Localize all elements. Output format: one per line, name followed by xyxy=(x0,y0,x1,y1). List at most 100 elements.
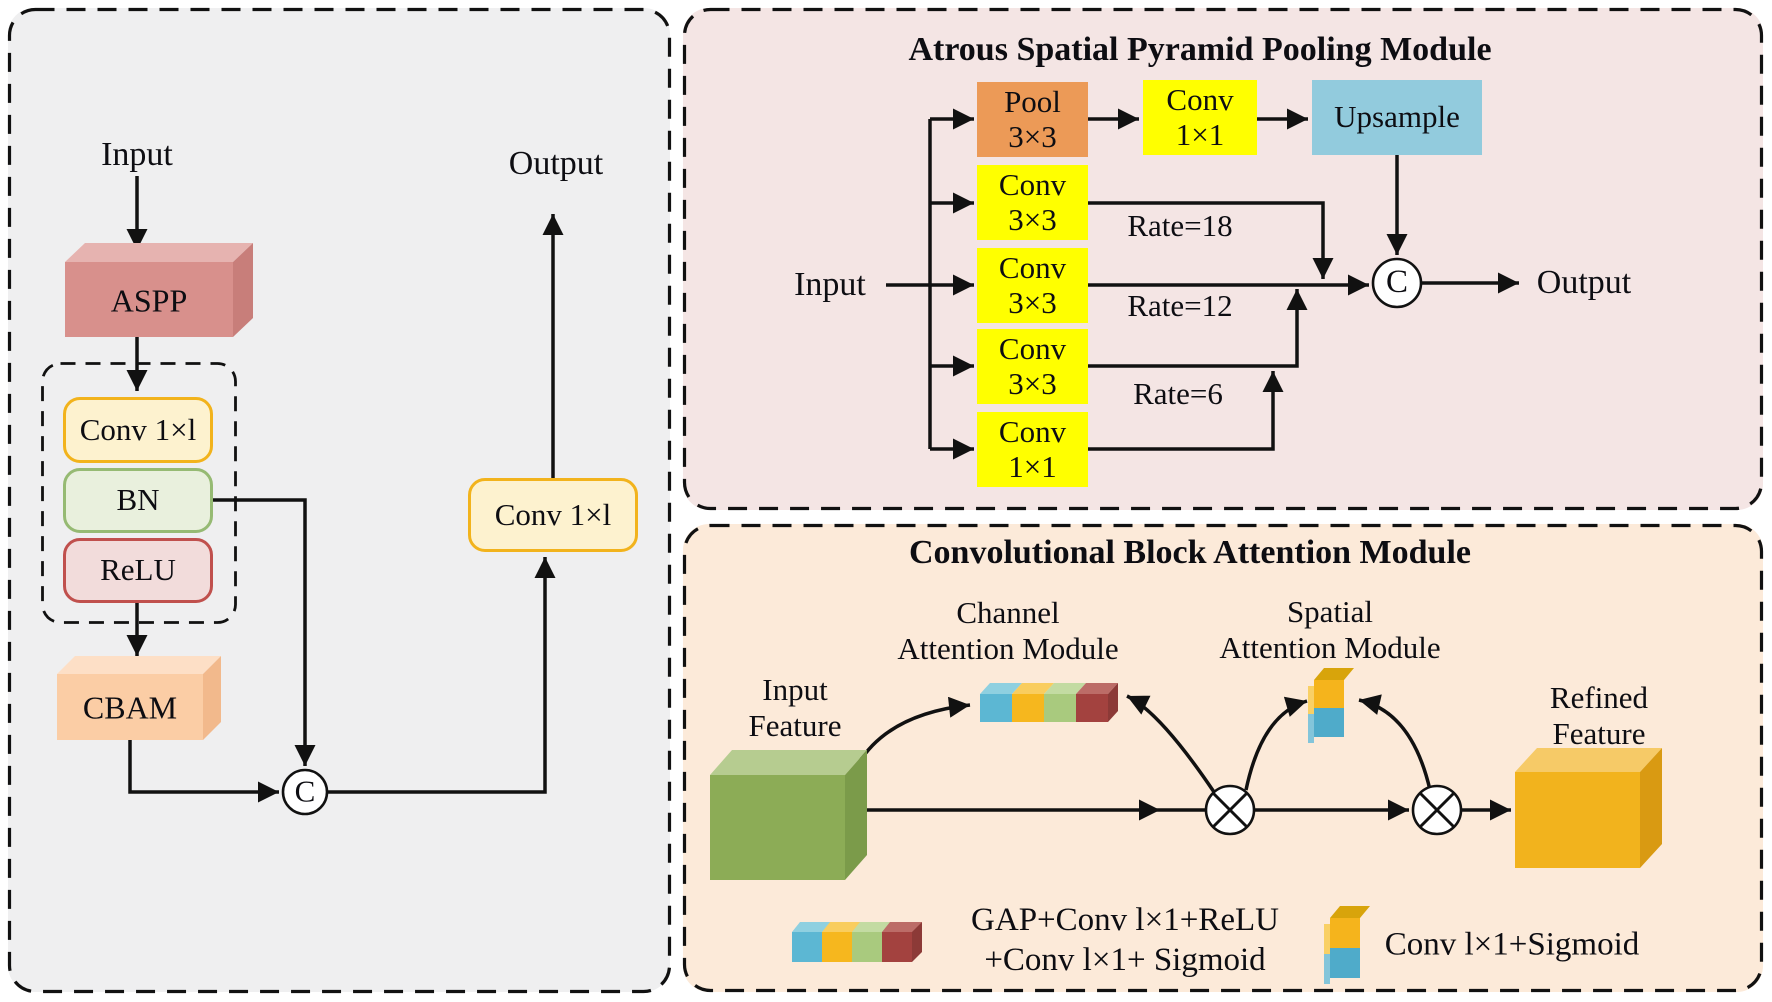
channel-attention-line1: Channel xyxy=(956,595,1060,631)
left-input-label: Input xyxy=(101,136,173,173)
left-panel-border xyxy=(7,7,672,994)
pool-node-line2: 3×3 xyxy=(1008,118,1057,154)
legend-spatial-block xyxy=(1324,906,1370,984)
output-conv-node: Conv 1×l xyxy=(468,478,638,552)
spatial-attention-line2: Attention Module xyxy=(1219,630,1441,665)
legend-channel-line1: GAP+Conv l×1+ReLU xyxy=(971,901,1279,938)
legend-channel-line2: +Conv l×1+ Sigmoid xyxy=(984,942,1266,978)
legend-channel-text: GAP+Conv l×1+ReLU +Conv l×1+ Sigmoid xyxy=(971,900,1279,981)
wire-conv1x1-branch xyxy=(1088,371,1284,451)
spatial-attention-line1: Spatial xyxy=(1286,594,1374,630)
legend-bar-top-blue xyxy=(792,922,832,932)
aspp-conv1x1-line1: Conv xyxy=(1166,82,1234,118)
branch1-line1: Conv xyxy=(998,250,1067,286)
conv3x3-rate18-node: Conv 3×3 xyxy=(977,165,1088,240)
spatial-block-left-yellow xyxy=(1308,686,1314,714)
arc-mult1-to-channel-attn xyxy=(1126,694,1216,793)
cbam-3d-block xyxy=(57,656,221,740)
channel-attention-label: Channel Attention Module xyxy=(897,595,1118,667)
bar-seg-green xyxy=(1044,694,1076,722)
cbam-title: Convolutional Block Attention Module xyxy=(908,534,1472,571)
bar-side-red xyxy=(1108,683,1118,722)
refined-feature-cube xyxy=(1515,748,1662,868)
legend-bar-top-yellow xyxy=(822,922,862,932)
cbam-panel-wires xyxy=(844,694,1511,821)
branch3-line2: 1×1 xyxy=(1008,448,1057,484)
cbam-panel-border xyxy=(682,523,1764,993)
aspp-conv1x1-line2: 1×1 xyxy=(1175,116,1225,152)
branch0-line1: Conv xyxy=(998,167,1067,203)
spatial-block-top xyxy=(1314,668,1354,680)
left-concat-circle xyxy=(281,768,329,816)
legend-spatial-blue xyxy=(1330,948,1360,978)
cbam-block-label: CBAM xyxy=(82,689,178,726)
spatial-block-yellow xyxy=(1314,680,1344,708)
branch3-line1: Conv xyxy=(998,414,1067,450)
refined-cube-front-face xyxy=(1515,772,1640,868)
legend-bar-side-red xyxy=(912,922,922,962)
legend-bar-top-green xyxy=(852,922,892,932)
cbam-3d-top-face xyxy=(57,656,221,674)
arrow-cbam-to-concat xyxy=(128,740,279,803)
bar-top-yellow xyxy=(1012,683,1054,694)
spatial-block-left-blue xyxy=(1308,714,1314,743)
aspp-3d-side-face xyxy=(233,243,253,337)
legend-bar-green xyxy=(852,932,882,962)
bn-node: BN xyxy=(63,468,213,533)
aspp-block-label: ASPP xyxy=(110,282,188,319)
branch2-line1: Conv xyxy=(998,331,1067,367)
refined-feature-line2: Feature xyxy=(1552,716,1646,751)
left-concat-label: C xyxy=(294,773,316,809)
bar-seg-blue xyxy=(980,694,1012,722)
aspp-output-label: Output xyxy=(1536,264,1632,301)
refined-cube-top-face xyxy=(1515,748,1662,772)
left-panel-wires xyxy=(126,176,564,803)
refined-cube-side-face xyxy=(1640,748,1662,868)
aspp-conv1x1-node: Conv 1×1 xyxy=(1143,80,1257,155)
input-cube-top-face xyxy=(710,750,867,775)
left-output-label: Output xyxy=(508,145,604,182)
channel-attention-bar xyxy=(980,683,1118,722)
input-cube-front-face xyxy=(710,775,845,880)
rate12-label: Rate=12 xyxy=(1127,288,1233,324)
bn-node-label: BN xyxy=(116,482,160,518)
branch0-line2: 3×3 xyxy=(1008,201,1057,237)
legend-spatial-yellow xyxy=(1330,918,1360,948)
refined-feature-label: Refined Feature xyxy=(1550,680,1648,752)
aspp-panel-wires xyxy=(886,108,1519,460)
input-feature-label: Input Feature xyxy=(749,672,842,744)
arrow-concat-to-outconv xyxy=(327,557,556,794)
conv3x3-rate6-node: Conv 3×3 xyxy=(977,329,1088,404)
legend-spatial-text: Conv l×1+Sigmoid xyxy=(1384,926,1640,963)
rate6-label: Rate=6 xyxy=(1133,376,1223,412)
legend-bar-red xyxy=(882,932,912,962)
conv-bn-relu-group-border xyxy=(41,362,237,624)
bar-top-red xyxy=(1076,683,1118,694)
arc-mult2-to-spatial-attn xyxy=(1358,694,1432,791)
conv1x1-branch-node: Conv 1×1 xyxy=(977,412,1088,487)
legend-spatial-top xyxy=(1330,906,1370,918)
aspp-title: Atrous Spatial Pyramid Pooling Module xyxy=(908,31,1492,68)
multiply2-x2 xyxy=(1418,791,1456,829)
wire-rate18-branch xyxy=(1088,201,1334,279)
cbam-3d-side-face xyxy=(203,656,221,740)
bar-top-green xyxy=(1044,683,1086,694)
legend-bar-blue xyxy=(792,932,822,962)
multiply1-x2 xyxy=(1211,791,1249,829)
aspp-concat-circle xyxy=(1371,257,1423,309)
arc-mult1-to-spatial-attn xyxy=(1244,696,1308,791)
aspp-3d-front-face xyxy=(65,262,233,337)
arrow-bn-skip-to-concat xyxy=(213,498,316,766)
upsample-node-label: Upsample xyxy=(1334,99,1460,135)
spatial-block-blue xyxy=(1314,708,1344,737)
aspp-3d-block xyxy=(65,243,253,337)
input-feature-cube xyxy=(710,750,867,880)
legend-bar-top-red xyxy=(882,922,922,932)
legend-spatial-left-yellow xyxy=(1324,924,1330,954)
conv1x1-node-label: Conv 1×l xyxy=(79,411,197,447)
bar-seg-red xyxy=(1076,694,1108,722)
branch2-line2: 3×3 xyxy=(1008,365,1057,401)
input-feature-line2: Feature xyxy=(748,708,842,743)
